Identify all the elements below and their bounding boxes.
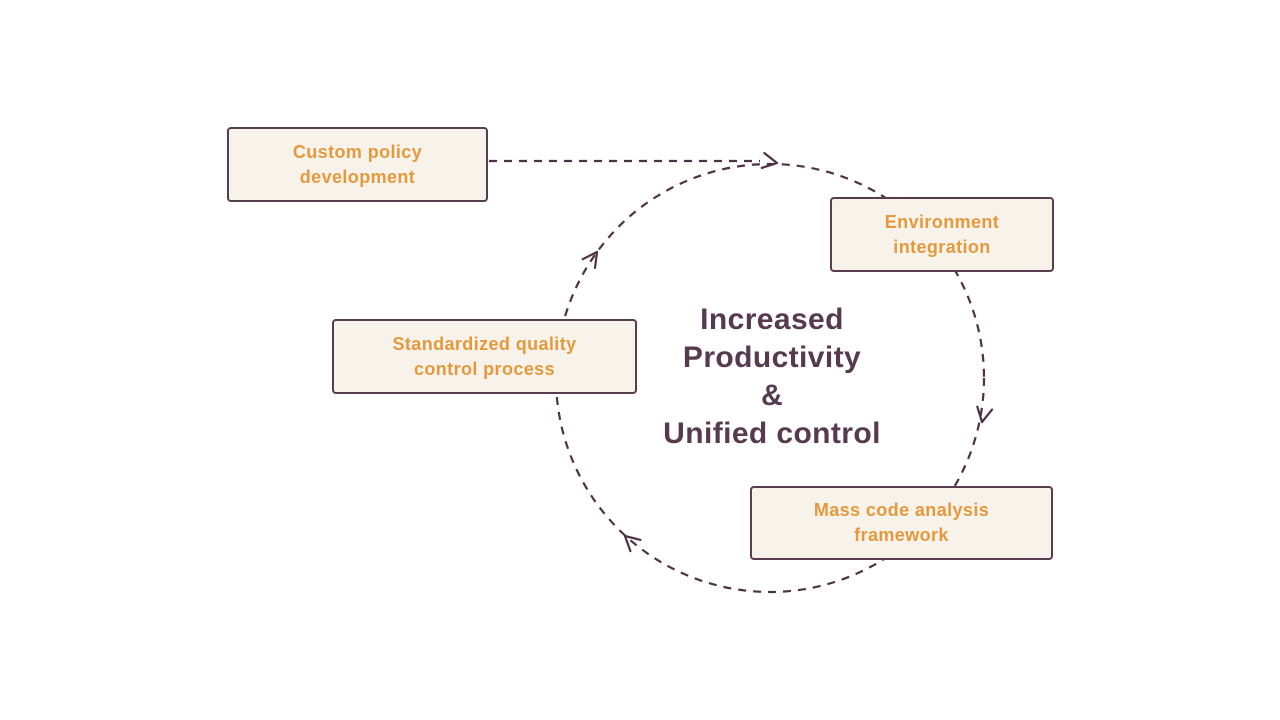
- node-label-line: development: [299, 166, 416, 187]
- node-label-line: Custom policy: [292, 141, 423, 162]
- node-mass-code-analysis: Mass code analysis framework: [750, 486, 1053, 560]
- node-standardized-quality-control: Standardized quality control process: [332, 319, 637, 394]
- arrowhead-left-icon: [581, 250, 599, 269]
- node-label-line: Standardized quality: [392, 333, 577, 354]
- center-label-line: Productivity: [682, 341, 862, 374]
- center-label-line: Increased: [700, 303, 844, 336]
- center-label-line: &: [760, 379, 784, 412]
- arrowhead-bottom-left-icon: [623, 534, 642, 553]
- center-label: Increased Productivity & Unified control: [572, 301, 972, 453]
- node-label-line: Environment: [884, 211, 1000, 232]
- node-custom-policy-development: Custom policy development: [227, 127, 488, 202]
- node-label-line: framework: [854, 525, 949, 545]
- arrowhead-right-icon: [976, 405, 994, 424]
- node-environment-integration: Environment integration: [830, 197, 1054, 272]
- arrowhead-top-icon: [760, 152, 779, 169]
- center-label-line: Unified control: [663, 417, 881, 450]
- node-label-line: integration: [893, 236, 991, 257]
- node-label-line: Mass code analysis: [813, 500, 990, 520]
- cycle-circle: [554, 162, 986, 594]
- node-label-line: control process: [413, 358, 556, 379]
